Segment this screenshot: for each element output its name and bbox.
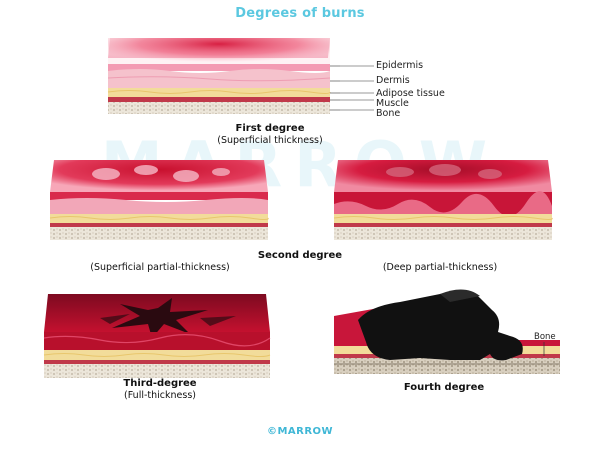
label-dermis: Dermis [376, 75, 410, 86]
first-degree-subcaption: (Superficial thickness) [217, 135, 323, 146]
third-degree-subcaption: (Full-thickness) [124, 390, 196, 401]
second-degree-caption: Second degree [257, 250, 343, 261]
third-degree-caption: Third-degree [123, 378, 197, 389]
second-degree-superficial-subcaption: (Superficial partial-thickness) [90, 262, 230, 273]
first-degree-illustration [107, 38, 340, 114]
fourth-degree-caption: Fourth degree [403, 382, 485, 393]
diagram-title: Degrees of burns [235, 6, 365, 21]
label-epidermis: Epidermis [376, 60, 424, 71]
second-degree-superficial-illustration [49, 160, 269, 240]
second-degree-deep-illustration [333, 160, 553, 240]
first-degree-caption: First degree [235, 123, 305, 134]
third-degree-illustration [43, 294, 271, 378]
label-adipose: Adipose tissue [376, 88, 445, 99]
label-muscle: Muscle [376, 98, 409, 109]
fourth-degree-bone-label: Bone [534, 332, 556, 342]
fourth-degree-illustration [334, 289, 560, 374]
first-degree-leaders [340, 65, 374, 111]
second-degree-deep-subcaption: (Deep partial-thickness) [382, 262, 498, 273]
footer-logo: ©MARROW [266, 426, 334, 437]
label-bone: Bone [376, 108, 401, 119]
